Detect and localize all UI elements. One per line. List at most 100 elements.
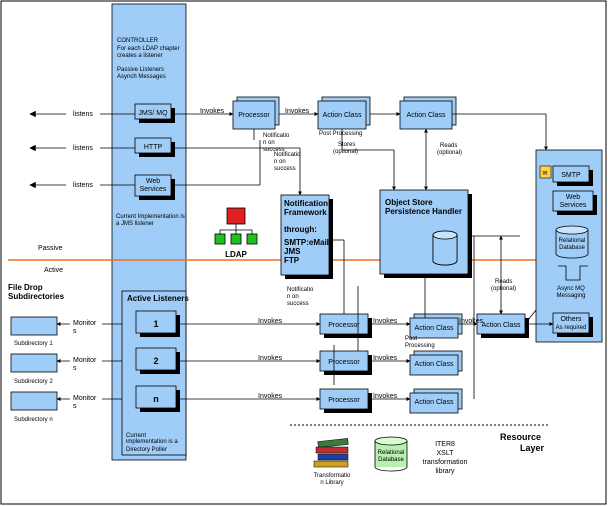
svg-text:(optional): (optional) xyxy=(491,286,516,292)
controller-passive-listeners: Passive Listeners xyxy=(117,67,164,73)
svg-text:Invokes: Invokes xyxy=(373,318,398,325)
processor-2: Processor xyxy=(319,350,372,375)
svg-text:Object Store: Object Store xyxy=(385,198,433,207)
relational-db-bottom: Relational Database xyxy=(374,436,408,472)
svg-text:Action Class: Action Class xyxy=(482,322,521,329)
svg-text:n on: n on xyxy=(263,140,275,146)
web-services-box: Web Services xyxy=(134,174,175,200)
action-class-row-1: Action Class xyxy=(409,313,463,339)
action-class-row-2: Action Class xyxy=(409,350,463,376)
invokes-top-1: Invokes xyxy=(200,108,225,115)
top-processor: Processor xyxy=(232,96,280,130)
svg-text:Monitor: Monitor xyxy=(73,320,97,327)
svg-text:Notificatio: Notificatio xyxy=(274,152,301,158)
processor-1: Processor xyxy=(319,313,372,338)
svg-text:s: s xyxy=(73,403,77,410)
svg-text:Invokes: Invokes xyxy=(373,393,398,400)
svg-text:Processor: Processor xyxy=(328,322,360,329)
svg-text:Relational: Relational xyxy=(378,450,405,456)
processor-n: Processor xyxy=(319,388,372,413)
relational-db-resource: Relational Database xyxy=(555,225,589,259)
svg-text:(optional): (optional) xyxy=(437,150,462,156)
async-mq-resource: Async MQ Messaging xyxy=(556,265,588,299)
listens-label-2: listens xyxy=(73,145,93,152)
file-drop-title-2: Subdirectories xyxy=(8,292,65,301)
active-listener-1: 1 xyxy=(135,310,180,337)
svg-text:s: s xyxy=(73,365,77,372)
post-processing-top: Post Processing xyxy=(319,131,362,137)
svg-text:implementation is a: implementation is a xyxy=(126,439,178,445)
smtp-box: SMTP ✉ xyxy=(539,165,593,186)
svg-text:JMS/ MQ: JMS/ MQ xyxy=(138,110,168,117)
svg-text:Processor: Processor xyxy=(238,112,270,119)
controller-title: CONTROLLER xyxy=(117,38,159,44)
resource-layer-label-1: Resource xyxy=(500,432,541,442)
resource-layer-label-2: Layer xyxy=(520,443,545,453)
svg-text:Processing: Processing xyxy=(405,343,435,349)
svg-text:Database: Database xyxy=(559,245,585,251)
svg-text:Notification: Notification xyxy=(284,199,328,208)
file-drop-title-1: File Drop xyxy=(8,283,43,292)
controller-impl-note-2: a JMS listener xyxy=(116,221,154,227)
svg-text:transformation: transformation xyxy=(423,459,468,466)
svg-text:Notificatio: Notificatio xyxy=(287,287,314,293)
svg-text:Invokes: Invokes xyxy=(459,318,484,325)
svg-text:Active Listeners: Active Listeners xyxy=(127,294,189,303)
ldap-tree: LDAP xyxy=(214,207,258,259)
svg-text:Action Class: Action Class xyxy=(415,325,454,332)
action-class-right: Action Class xyxy=(476,313,529,338)
svg-text:n on: n on xyxy=(274,159,286,165)
svg-text:Post: Post xyxy=(405,336,417,342)
svg-text:As required: As required xyxy=(556,325,587,331)
ldap-label: LDAP xyxy=(225,250,247,259)
svg-text:JMS: JMS xyxy=(284,247,301,256)
svg-text:1: 1 xyxy=(153,319,158,329)
controller-subtitle-1: For each LDAP chapter xyxy=(117,46,180,52)
svg-text:success: success xyxy=(274,166,296,172)
svg-text:Subdirectory 2: Subdirectory 2 xyxy=(14,379,53,385)
jms-mq-box: JMS/ MQ xyxy=(134,103,175,123)
invokes-top-2: Invokes xyxy=(285,108,310,115)
object-store-handler: Object Store Persistence Handler xyxy=(379,189,472,278)
subdirectory-2: Subdirectory 2 xyxy=(10,353,58,385)
svg-text:SMTP: SMTP xyxy=(561,172,581,179)
svg-text:n: n xyxy=(153,394,159,404)
svg-text:(optional): (optional) xyxy=(333,149,358,155)
svg-text:Async MQ: Async MQ xyxy=(557,286,585,292)
top-action-class-2: Action Class xyxy=(399,96,457,130)
controller-impl-note-1: Current Implementation is xyxy=(116,214,185,220)
svg-text:Others: Others xyxy=(560,316,582,323)
svg-text:HTTP: HTTP xyxy=(144,144,163,151)
listens-label-1: listens xyxy=(73,111,93,118)
svg-text:XSLT: XSLT xyxy=(437,450,455,457)
svg-text:Current: Current xyxy=(126,433,146,439)
svg-text:s: s xyxy=(73,328,77,335)
svg-text:FTP: FTP xyxy=(284,256,300,265)
svg-text:library: library xyxy=(435,468,455,475)
svg-text:Invokes: Invokes xyxy=(258,318,283,325)
svg-text:✉: ✉ xyxy=(542,171,547,177)
controller-asynch-messages: Asynch Messages xyxy=(117,74,166,80)
active-listener-2: 2 xyxy=(135,347,180,374)
smtp-icon xyxy=(539,165,552,179)
svg-text:Messaging: Messaging xyxy=(556,293,585,299)
controller-subtitle-2: creates a listener xyxy=(117,53,163,59)
svg-text:Transformatio: Transformatio xyxy=(314,473,351,479)
svg-text:Reads: Reads xyxy=(440,143,457,149)
svg-text:SMTP:eMail: SMTP:eMail xyxy=(284,238,329,247)
svg-text:Reads: Reads xyxy=(495,279,512,285)
svg-text:Subdirectory n: Subdirectory n xyxy=(14,417,53,423)
subdirectory-n: Subdirectory n xyxy=(10,391,58,423)
active-listener-n: n xyxy=(135,385,180,412)
transformation-library: Transformatio n Library xyxy=(314,438,351,486)
svg-text:Subdirectory 1: Subdirectory 1 xyxy=(14,341,53,347)
svg-text:n Library: n Library xyxy=(320,480,343,486)
resource-column: SMTP ✉ Web Services Relational Database … xyxy=(535,149,603,343)
svg-text:Processor: Processor xyxy=(328,397,360,404)
svg-text:Directory Poller: Directory Poller xyxy=(126,447,167,453)
svg-text:Processor: Processor xyxy=(328,359,360,366)
web-services-resource: Web Services xyxy=(552,190,597,215)
svg-text:success: success xyxy=(263,147,285,153)
